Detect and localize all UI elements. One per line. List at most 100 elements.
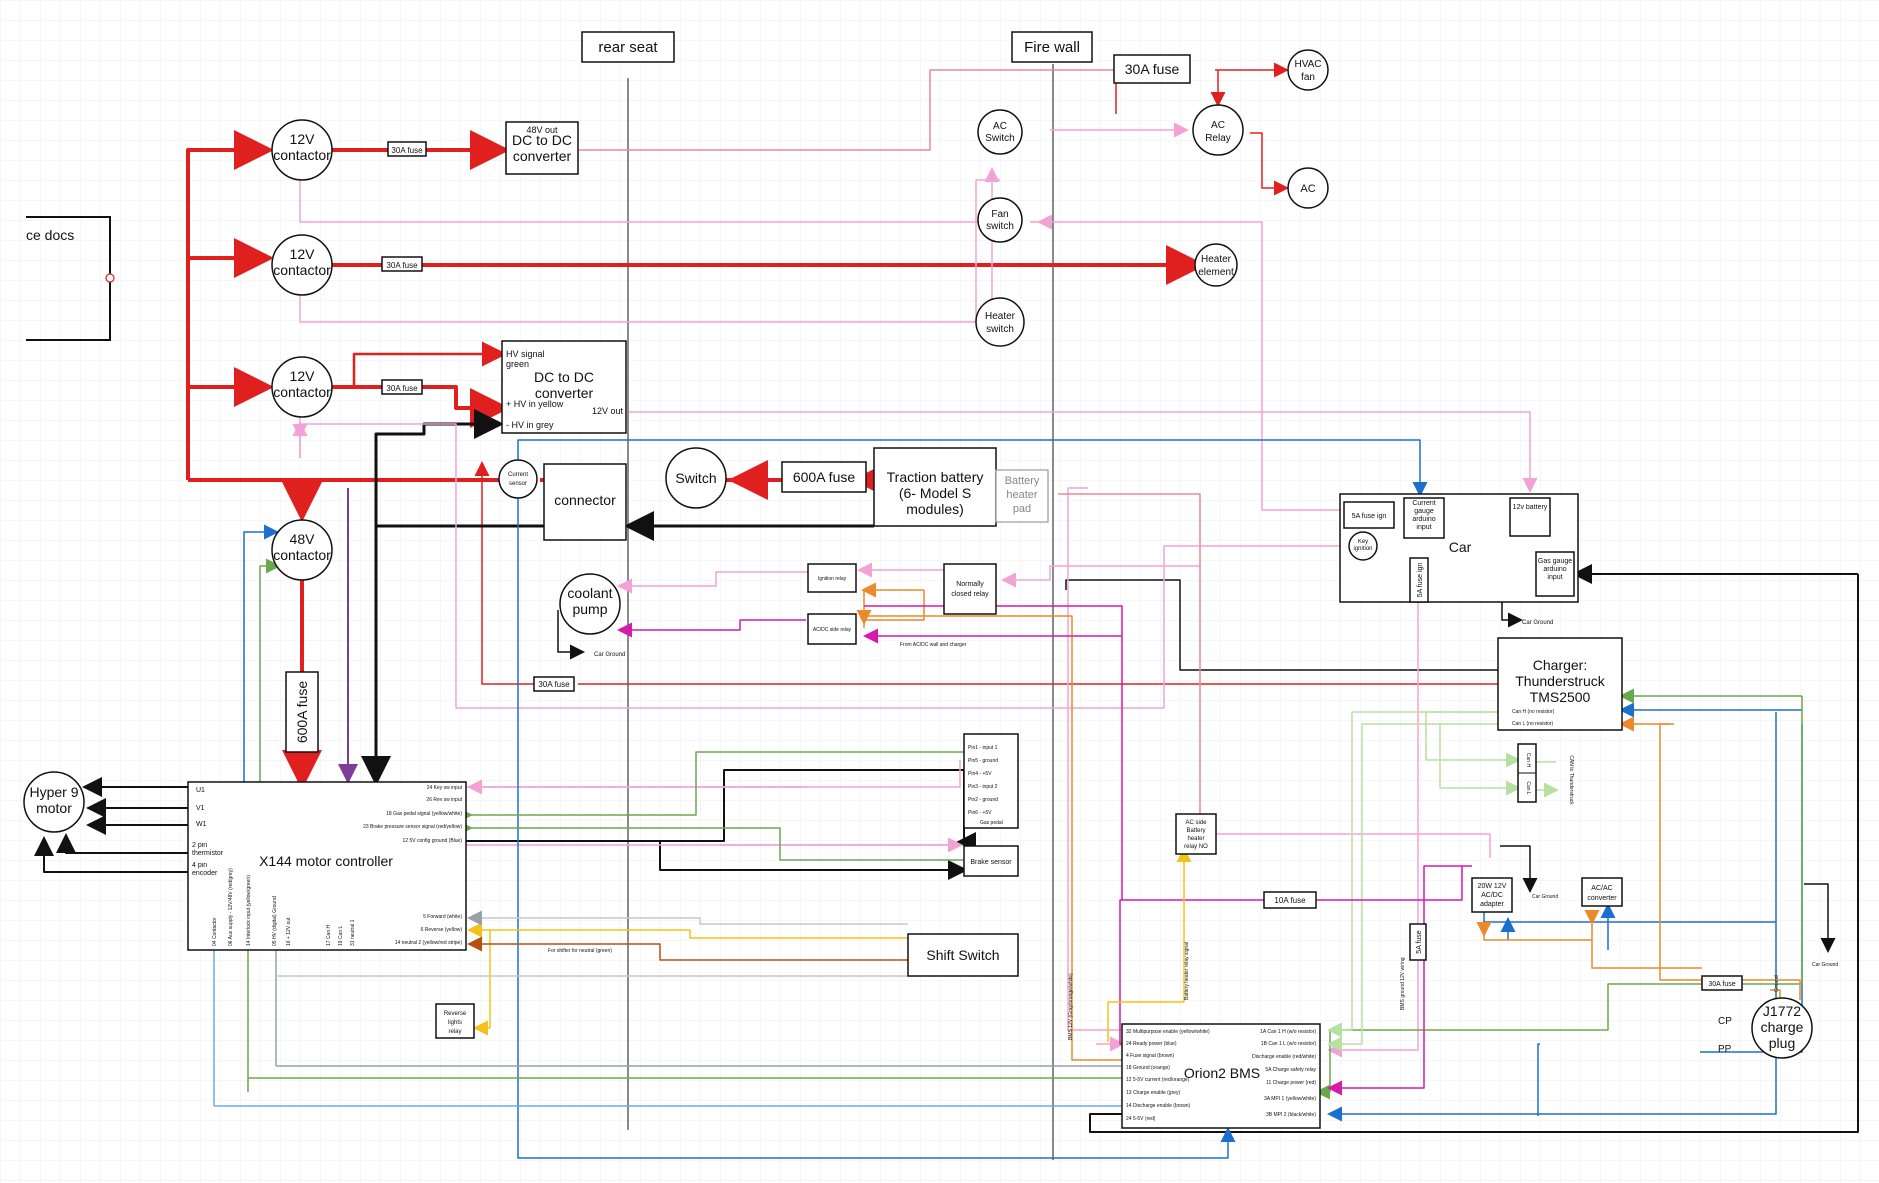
dcdc-converter-1[interactable]	[505, 121, 579, 175]
acac-converter[interactable]	[1581, 877, 1623, 907]
ignition-relay[interactable]	[807, 563, 857, 593]
j1772-ground: Ground	[1774, 975, 1780, 992]
gas-pedal-p4: Pin3 - input 2	[968, 784, 998, 790]
j1772-line1: J1772	[1763, 1003, 1801, 1019]
fan-switch[interactable]: Fan switch	[977, 197, 1023, 243]
acdc-adapter-line3: adapter	[1480, 901, 1504, 908]
heater-switch-line2: switch	[986, 324, 1014, 335]
ac-side-relay-line4: relay NO	[1184, 844, 1208, 850]
hvac-fan[interactable]: HVAC fan	[1287, 49, 1329, 91]
ac-switch[interactable]: AC Switch	[977, 109, 1023, 155]
dcdc-converter-2[interactable]	[501, 340, 627, 434]
orion-left-4: 12 5-5V current (red/orange)	[1126, 1077, 1190, 1083]
fuse-10a[interactable]	[1263, 891, 1317, 909]
car-gas-gauge[interactable]	[1535, 551, 1575, 597]
heater-switch[interactable]: Heater switch	[975, 297, 1025, 347]
wire-rose-heater-pad	[1058, 493, 1201, 826]
traction-line3: modules)	[906, 501, 964, 517]
current-sensor[interactable]: Current sensor	[498, 459, 538, 499]
acdc-side-relay[interactable]	[807, 613, 857, 645]
reverse-relay-line3: relay	[448, 1029, 461, 1035]
firewall-label-box	[1011, 31, 1093, 63]
contactor-1[interactable]: 12V contactor	[271, 119, 333, 181]
reverse-lights-relay[interactable]	[435, 1003, 475, 1039]
car-current-gauge-label: Current gauge arduino input	[1412, 500, 1436, 531]
orion-left-pins: 32 Multipurpose enable (yellow/white) 24…	[1126, 1029, 1210, 1122]
acac-line2: converter	[1587, 895, 1617, 902]
ac-relay-line1: AC	[1211, 120, 1225, 131]
brake-sensor[interactable]	[963, 845, 1019, 877]
x144-bot-pin-7: 31 neutral 1	[350, 919, 356, 946]
current-sensor-line1: Current	[508, 472, 528, 478]
ac-side-heater-relay[interactable]	[1175, 813, 1217, 855]
wire-black-adapter-gnd	[1500, 845, 1538, 893]
hyper9-motor[interactable]: Hyper 9 motor	[23, 771, 85, 833]
contactor-3[interactable]: 12V contactor	[271, 356, 333, 418]
fuse-30a-j1772[interactable]	[1701, 975, 1743, 991]
wire-black-encoder	[34, 836, 190, 873]
dcdc2-hv-in: + HV in yellow	[506, 399, 564, 409]
dcdc1-line1: DC to DC	[512, 132, 572, 148]
acdc-adapter-20w[interactable]	[1471, 877, 1513, 913]
wire-green-gas-signal	[458, 751, 964, 823]
connector[interactable]	[543, 463, 627, 541]
main-switch-label: Switch	[675, 470, 716, 486]
orion-right-2: Discharge enable (red/white)	[1252, 1054, 1316, 1060]
x144-pin26: 26 Rev sw input	[426, 797, 462, 803]
fuse-5a-bms[interactable]	[1409, 923, 1427, 961]
battery-heater-pad[interactable]	[995, 469, 1049, 523]
orion-right-6: 3B MPI 2 (black/white)	[1266, 1112, 1316, 1118]
motor-line1: Hyper 9	[29, 784, 78, 800]
car-fuse-5a-label: 5A fuse ign	[1417, 563, 1424, 598]
x144-pin12: 12 5V config ground (Blue)	[403, 838, 463, 844]
gas-pedal[interactable]	[963, 733, 1019, 829]
fuse-30a-3[interactable]	[381, 379, 423, 395]
wire-pink-nc-relay	[1001, 565, 1200, 588]
charger-tms2500[interactable]	[1497, 637, 1623, 731]
charger-line2: Thunderstruck	[1515, 673, 1605, 689]
traction-line1: Traction battery	[887, 469, 984, 485]
orion-right-4: 11 Charge power (red)	[1266, 1080, 1316, 1086]
orion2-bms[interactable]	[1121, 1023, 1321, 1129]
coolant-pump[interactable]: coolant pump	[559, 573, 621, 635]
wire-pink-fan	[292, 166, 1004, 223]
hvac-fuse[interactable]	[1113, 54, 1191, 84]
ac-label: AC	[1300, 183, 1315, 195]
fuse-600a-vertical[interactable]	[285, 671, 319, 753]
wire-lgreen-term-out	[1536, 761, 1556, 790]
car-12v-battery[interactable]	[1509, 497, 1551, 537]
orion-right-0: 1A Can 1 H (w/o resistor)	[1260, 1029, 1316, 1035]
x144-motor-controller[interactable]	[187, 781, 467, 951]
ac-relay[interactable]: AC Relay	[1192, 104, 1244, 156]
contactor-2[interactable]: 12V contactor	[271, 234, 333, 296]
main-fuse-600a[interactable]	[781, 461, 867, 493]
contactor-48v[interactable]: 48V contactor	[271, 519, 333, 581]
from-acdc-note: From AC/DC wall and charger	[900, 642, 967, 648]
j1772-pp: PP	[1718, 1044, 1732, 1055]
orion-left-0: 32 Multipurpose enable (yellow/white)	[1126, 1029, 1210, 1035]
traction-battery[interactable]	[873, 447, 997, 527]
nc-relay[interactable]	[943, 563, 997, 615]
shift-switch[interactable]	[907, 933, 1019, 977]
fuse-30a-1[interactable]	[387, 141, 427, 157]
bms-ground-note: BMS ground 12V wiring	[1400, 957, 1406, 1010]
hvac-fuse-label: 30A fuse	[1125, 61, 1180, 77]
car-current-gauge[interactable]	[1403, 497, 1445, 539]
main-switch[interactable]: Switch	[665, 447, 727, 509]
wire-black-bms-gnd	[1089, 574, 1859, 1133]
ac-unit[interactable]: AC	[1287, 167, 1329, 209]
relay-note: Battery heater relay signal	[1184, 942, 1190, 1000]
wire-rose-48v-out	[579, 69, 1116, 151]
orion-left-5: 13 Charge enable (grey)	[1126, 1090, 1181, 1096]
car-key-ignition[interactable]	[1348, 531, 1378, 561]
dcdc2-green: green	[506, 359, 529, 369]
wire-blue-j1772-pp	[1327, 712, 1777, 1122]
heater-element[interactable]: Heater element	[1194, 243, 1238, 287]
orion-left-3: 18 Ground (orange)	[1126, 1065, 1170, 1071]
j1772-charge-plug[interactable]: J1772 charge plug	[1751, 997, 1813, 1059]
fuse-30a-2[interactable]	[381, 256, 423, 272]
car-fuse-5a[interactable]	[1409, 557, 1429, 603]
car-fuse-ign[interactable]	[1343, 501, 1395, 529]
fuse-30a-charger[interactable]	[533, 676, 575, 692]
